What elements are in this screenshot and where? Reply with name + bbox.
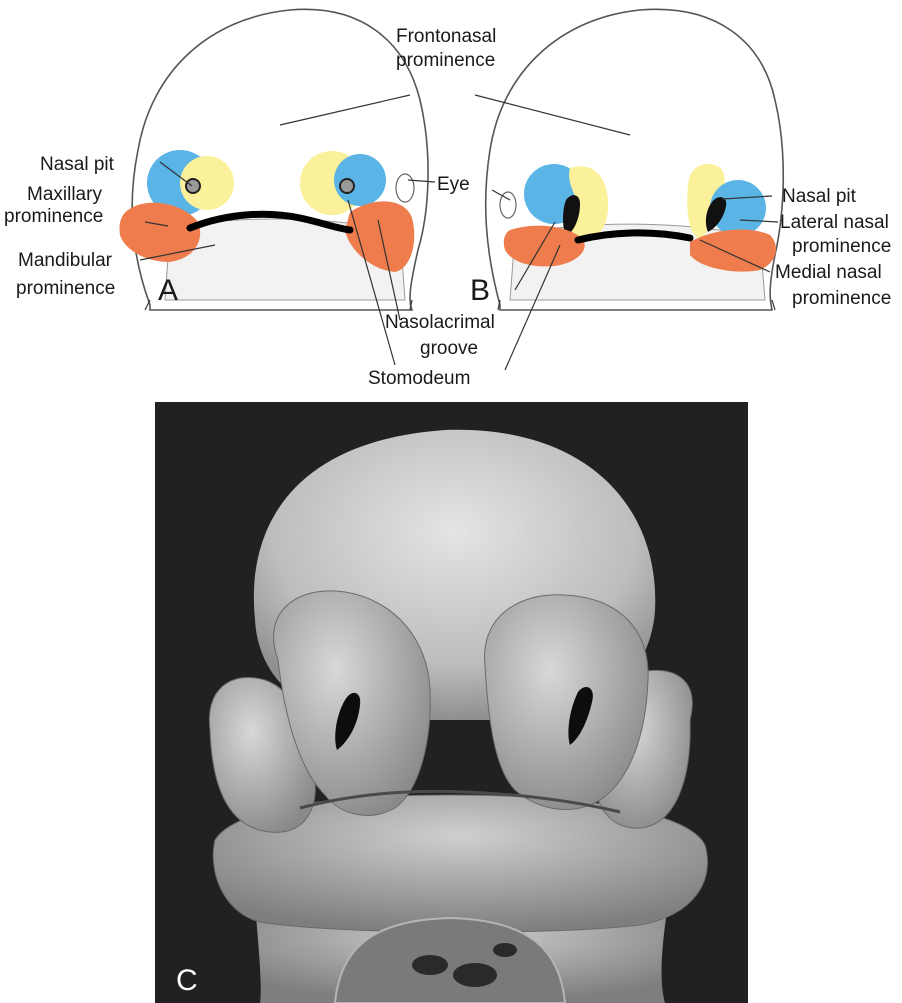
medial-nasal-label-line1: Medial nasal — [775, 262, 882, 283]
eye-label: Eye — [437, 174, 470, 195]
nasal-pit-label-b: Nasal pit — [782, 186, 857, 207]
panel-c-micrograph — [155, 402, 748, 1003]
frontonasal-label-line2: prominence — [396, 50, 495, 71]
panel-b-letter: B — [470, 274, 490, 307]
stomodeum-label: Stomodeum — [368, 368, 470, 389]
panel-a-left-nasal-pit — [186, 179, 200, 193]
panel-c-letter: C — [176, 964, 198, 997]
nasal-pit-label-a: Nasal pit — [40, 154, 115, 175]
medial-nasal-label-line2: prominence — [792, 288, 891, 309]
panel-a-letter: A — [158, 274, 178, 307]
panel-a-eye — [396, 174, 414, 202]
nasolacrimal-label-line1: Nasolacrimal — [385, 312, 495, 333]
panel-b-drawing — [475, 9, 783, 370]
lateral-nasal-label-line1: Lateral nasal — [780, 212, 889, 233]
mandibular-label-line2: prominence — [16, 278, 115, 299]
frontonasal-label-line1: Frontonasal — [396, 26, 496, 47]
maxillary-label-line1: Maxillary — [27, 184, 102, 205]
mandibular-label-line1: Mandibular — [18, 250, 113, 271]
lateral-nasal-label-line2: prominence — [792, 236, 891, 257]
panel-a-right-nasal-pit — [340, 179, 354, 193]
maxillary-label-line2: prominence — [4, 206, 103, 227]
nasolacrimal-label-line2: groove — [420, 338, 478, 359]
